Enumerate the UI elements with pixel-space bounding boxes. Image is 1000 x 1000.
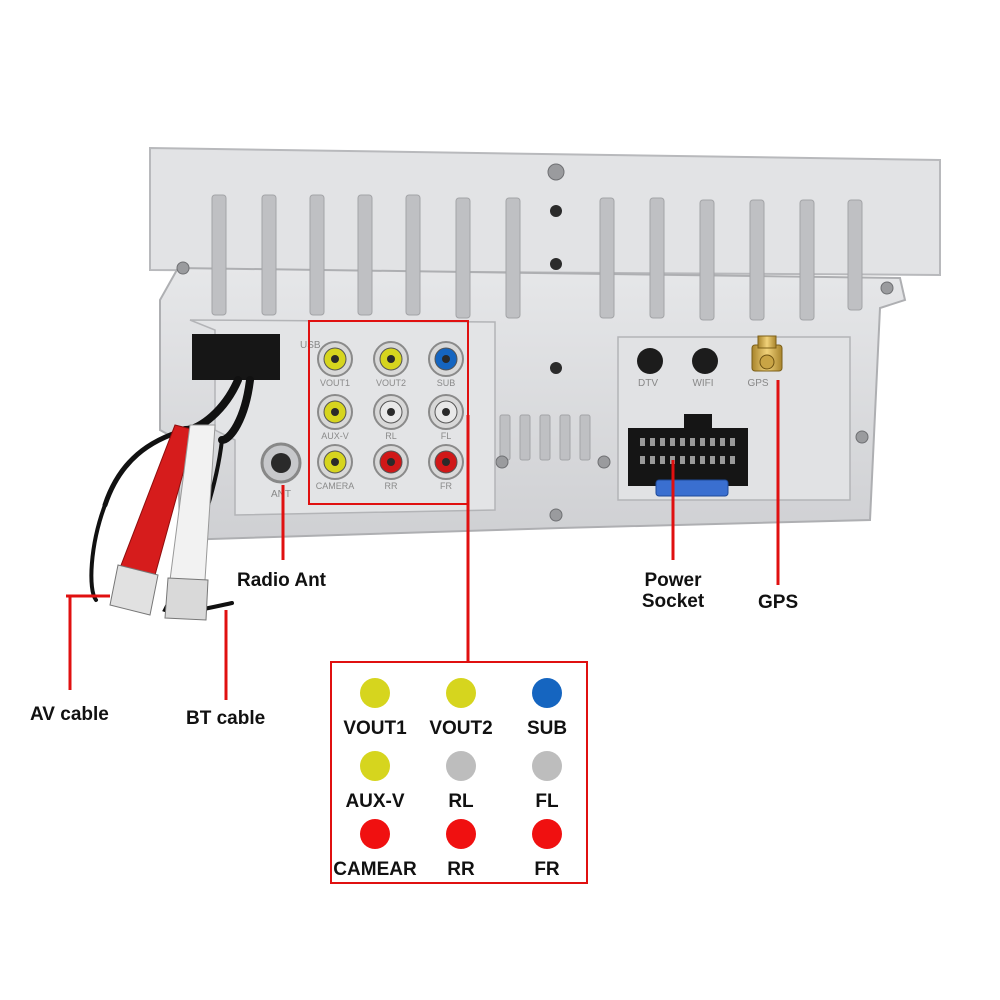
legend-label: VOUT1 (343, 718, 407, 739)
dtv-port (637, 348, 663, 374)
fuse (655, 479, 729, 497)
rca-port-label: FL (441, 431, 452, 441)
rca-jack-pin (331, 458, 339, 466)
rca-port-label: FR (440, 481, 452, 491)
rca-legend: VOUT1 VOUT2 SUB AUX-V RL FL CAMEAR RR FR (330, 661, 588, 884)
av-cable-label: AV cable (30, 704, 109, 725)
power-socket-label-line1: Power (644, 570, 702, 591)
legend-item: CAMEAR (332, 819, 418, 881)
usb-label: USB (300, 340, 321, 351)
legend-item: VOUT2 (418, 678, 504, 740)
rca-port-label: AUX-V (321, 431, 349, 441)
rca-port-label: CAMERA (316, 481, 355, 491)
power-socket-label-line2: Socket (641, 591, 705, 612)
legend-dot (446, 678, 476, 708)
legend-dot (446, 819, 476, 849)
rca-jack-pin (331, 408, 339, 416)
legend-dot (446, 751, 476, 781)
rca-port-label: VOUT2 (376, 378, 406, 388)
rca-jack-pin (331, 355, 339, 363)
callout-lines (66, 380, 780, 700)
rca-port-label: VOUT1 (320, 378, 350, 388)
legend-item: SUB (504, 678, 590, 740)
legend-label: FL (535, 791, 559, 812)
legend-dot (360, 751, 390, 781)
legend-label: RL (448, 791, 474, 812)
screws (176, 163, 894, 522)
legend-label: RR (447, 859, 475, 880)
rca-jack-pin (442, 458, 450, 466)
cooling-fins (211, 194, 863, 461)
legend-item: AUX-V (332, 751, 418, 813)
rca-highlight-box (308, 320, 469, 505)
rca-jack-pin (387, 355, 395, 363)
legend-item: FL (504, 751, 590, 813)
legend-item: RL (418, 751, 504, 813)
rca-port-label: RL (385, 431, 397, 441)
legend-item: FR (504, 819, 590, 881)
wifi-label: WIFI (692, 378, 713, 389)
mount-holes (550, 205, 562, 374)
white-rca-plug (164, 424, 216, 621)
legend-label: FR (534, 859, 560, 880)
rca-port-label: RR (385, 481, 398, 491)
radio-ant-label: Radio Ant (237, 570, 327, 591)
legend-label: VOUT2 (429, 718, 493, 739)
gps-label: GPS (758, 592, 799, 613)
gps-port-label: GPS (747, 378, 768, 389)
rca-jack-pin (442, 355, 450, 363)
usb-connector (192, 334, 280, 380)
rca-port-label: SUB (437, 378, 456, 388)
legend-label: SUB (526, 718, 568, 739)
legend-dot (532, 819, 562, 849)
rca-jack-group: VOUT1 VOUT2 SUB AUX-V RL FL CAMERA RR FR (316, 341, 464, 491)
gps-sma-connector (751, 335, 783, 372)
legend-dot (360, 819, 390, 849)
legend-label: CAMEAR (333, 859, 417, 880)
bt-cable-label: BT cable (186, 708, 266, 729)
ant-label: ANT (271, 489, 291, 500)
legend-dot (532, 678, 562, 708)
rca-jack-pin (387, 458, 395, 466)
chassis-top-flange (149, 146, 941, 277)
legend-dot (360, 678, 390, 708)
red-rca-plug (109, 424, 196, 616)
legend-dot (532, 751, 562, 781)
power-socket-label: Power Socket (623, 570, 723, 612)
dtv-label: DTV (638, 378, 658, 389)
legend-label: AUX-V (345, 791, 405, 812)
rca-jack-pin (387, 408, 395, 416)
legend-item: RR (418, 819, 504, 881)
rca-jack-pin (442, 408, 450, 416)
legend-item: VOUT1 (332, 678, 418, 740)
wifi-port (692, 348, 718, 374)
